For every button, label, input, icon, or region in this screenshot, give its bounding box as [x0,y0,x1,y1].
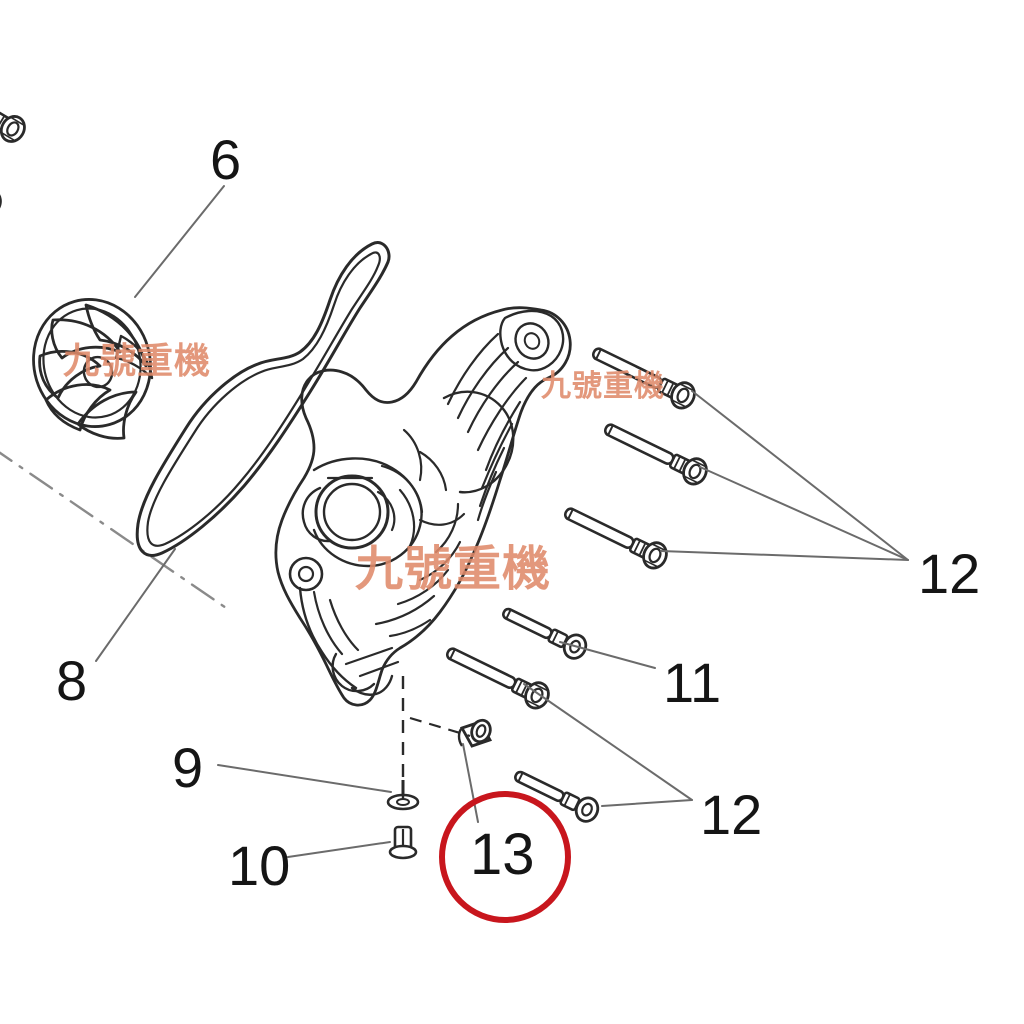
leader-12-bottom-b [523,683,693,801]
pump-housing-body [274,306,572,707]
leader-11 [559,641,656,669]
bolt-part-10 [388,825,418,860]
callout-number-11[interactable]: 11 [663,651,722,714]
callout-number-10[interactable]: 10 [228,834,291,897]
bolt-partial-top-2 [0,139,7,222]
centerline-dashdot [0,451,234,614]
bolt-11 [497,599,592,664]
bolt-12-upper-c [558,498,672,574]
leader-6 [134,185,225,298]
leader-9 [217,764,392,793]
impeller-part-6 [32,298,154,440]
bolt-12-upper-a [586,338,700,414]
leader-12-bottom-a [601,799,693,807]
leader-8 [95,548,176,662]
gasket-part-8 [135,241,391,557]
assembly-axis-dashed [401,676,471,800]
leader-12-right-c [660,550,909,561]
leader-12-right-a [691,390,909,561]
callout-number-8[interactable]: 8 [56,649,88,712]
callout-number-12-bottom[interactable]: 12 [700,783,763,846]
highlight-circle-part-13 [439,791,571,923]
leader-lines [95,185,909,858]
callout-number-6[interactable]: 6 [210,128,242,191]
leader-10 [287,841,391,858]
leader-12-right-b [699,466,909,561]
callout-number-13[interactable]: 13 [470,822,535,887]
bolt-12-upper-b [598,414,712,490]
callout-number-12-right[interactable]: 12 [918,542,981,605]
callout-number-9[interactable]: 9 [172,736,204,799]
dowel-sleeve-part-13 [457,718,493,748]
bolt-partial-top-1 [0,65,31,148]
bolt-12-middle [440,638,554,714]
